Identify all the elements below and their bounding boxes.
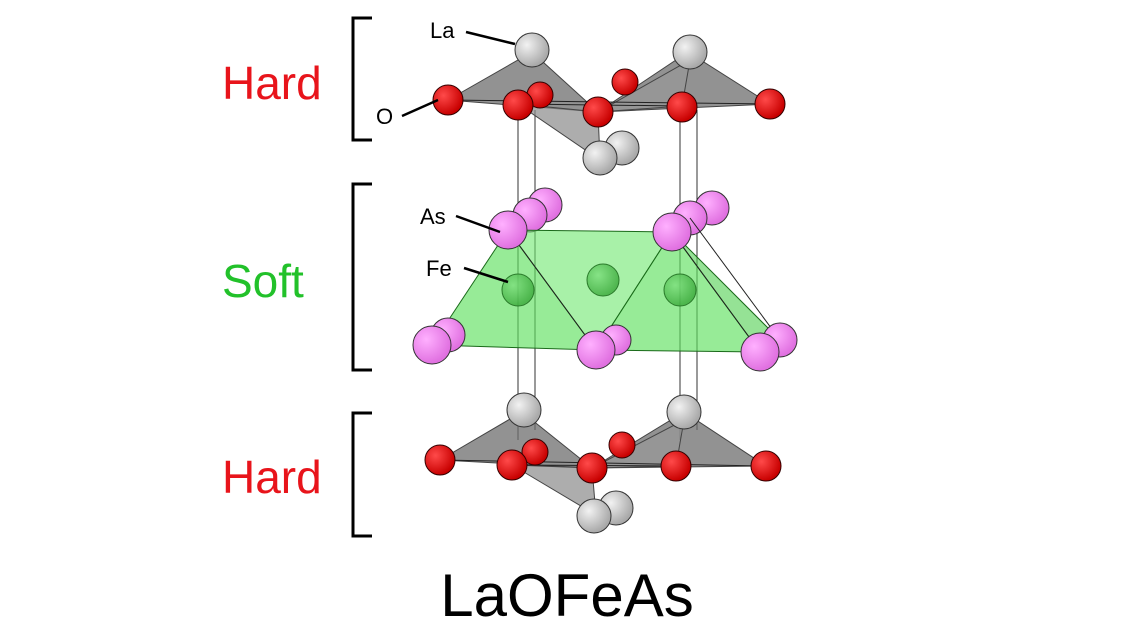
bracket-bottom (351, 411, 372, 538)
atom-label-fe: Fe (426, 256, 452, 281)
la-o-layer-bottom (424, 392, 782, 534)
layer-label-hard-top: Hard (222, 57, 322, 109)
atom-label-as: As (420, 204, 446, 229)
atom-label-la: La (430, 18, 455, 43)
compound-formula: LaOFeAs (440, 562, 694, 629)
layer-label-hard-bottom: Hard (222, 451, 322, 503)
layer-label-soft: Soft (222, 255, 304, 307)
la-o-layer-top (432, 32, 786, 176)
bracket-middle (351, 182, 372, 372)
bracket-top (351, 16, 372, 142)
atom-label-o: O (376, 104, 394, 129)
label-leader-lines (401, 30, 516, 284)
fe-as-layer (412, 187, 798, 372)
